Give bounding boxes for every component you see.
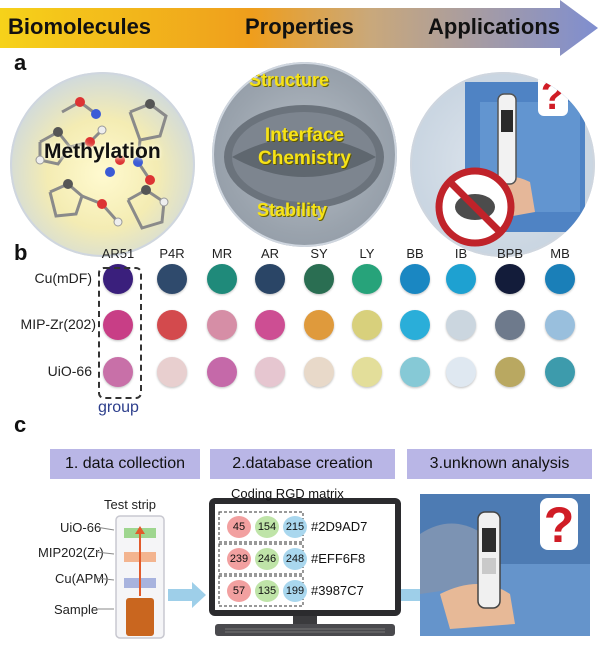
interface-label-line1: Interface (264, 125, 345, 146)
column-header-mr: MR (211, 246, 233, 261)
column-header-ar: AR (260, 246, 280, 261)
methylation-circle: Methylation (10, 72, 195, 257)
applications-circle: ? (410, 72, 595, 257)
color-dot (103, 357, 133, 387)
color-dot (304, 357, 334, 387)
matrix-title: Coding RGD matrix (231, 486, 344, 501)
hex-code: #2D9AD7 (311, 519, 368, 534)
color-dot (157, 357, 187, 387)
color-dot (255, 264, 285, 294)
test-strip-title: Test strip (104, 497, 157, 512)
color-dot (255, 357, 285, 387)
stability-label: Stability (257, 200, 328, 220)
color-dot (352, 310, 382, 340)
column-header-bb: BB (406, 246, 424, 261)
application-photo (435, 82, 585, 247)
column-header-mb: MB (550, 246, 570, 261)
color-dot (400, 264, 430, 294)
interface-chemistry-label: Interface Chemistry (212, 124, 397, 170)
step-database-creation: 2.database creation (210, 449, 395, 479)
step-unknown-analysis: 3.unknown analysis (407, 449, 592, 479)
rgb-value: 246 (255, 548, 279, 570)
color-dot (352, 357, 382, 387)
color-dot (495, 357, 525, 387)
strip-layer-sample: Sample (54, 602, 99, 617)
rgb-value: 57 (227, 580, 251, 602)
color-dot (446, 357, 476, 387)
group-highlight-box (98, 267, 142, 399)
strip-layer-uio66: UiO-66 (60, 520, 102, 535)
color-dot (103, 264, 133, 294)
banner-arrow-shape (0, 0, 598, 56)
question-mark-icon-2: ? (540, 498, 578, 552)
panel-a-letter: a (14, 50, 27, 75)
strip-leader-lines (96, 526, 115, 610)
color-dot (495, 310, 525, 340)
step-data-collection: 1. data collection (50, 449, 200, 479)
row-header: MIP-Zr(202) (20, 316, 96, 332)
row-header: UiO-66 (47, 363, 92, 379)
color-dot (207, 264, 237, 294)
color-dot (446, 310, 476, 340)
panel-b-letter: b (14, 240, 28, 265)
color-dot (304, 310, 334, 340)
column-header-p4r: P4R (159, 246, 185, 261)
rgb-value: 135 (255, 580, 279, 602)
question-mark-icon: ? (538, 74, 568, 118)
group-label: group (98, 399, 139, 416)
row-header: Cu(mDF) (34, 270, 92, 286)
unknown-analysis-photo: ? (420, 494, 590, 636)
stage-biomolecules: Biomolecules (8, 14, 152, 39)
rgb-value: 215 (283, 516, 307, 538)
color-dot (207, 310, 237, 340)
rgb-value: 239 (227, 548, 251, 570)
color-dot (207, 357, 237, 387)
color-dot (545, 310, 575, 340)
test-strip-drawing (115, 515, 165, 639)
color-dot (446, 264, 476, 294)
color-dot (495, 264, 525, 294)
crystal-image (224, 105, 384, 209)
properties-circle: Structure Interface Chemistry Stability (212, 62, 397, 247)
interface-label-line2: Chemistry (258, 148, 351, 169)
hex-code: #3987C7 (311, 583, 364, 598)
arrow-right-icon (168, 582, 206, 608)
color-dot (545, 264, 575, 294)
hex-code: #EFF6F8 (311, 551, 366, 566)
structure-label: Structure (249, 70, 330, 90)
color-dot (157, 264, 187, 294)
color-dot (157, 310, 187, 340)
molecule-illustration (35, 97, 169, 230)
column-header-ly: LY (359, 246, 375, 261)
panel-c-letter: c (14, 412, 27, 437)
methylation-label: Methylation (44, 140, 161, 163)
color-dot (352, 264, 382, 294)
rgb-value: 45 (227, 516, 251, 538)
column-header-bpb: BPB (496, 246, 523, 261)
color-dot (545, 357, 575, 387)
color-dot (304, 264, 334, 294)
stage-properties: Properties (245, 14, 354, 39)
column-header-ar51: AR51 (101, 246, 135, 261)
column-header-sy: SY (310, 246, 328, 261)
rgb-value: 154 (255, 516, 279, 538)
color-dot (400, 310, 430, 340)
color-dot (255, 310, 285, 340)
color-dot (103, 310, 133, 340)
workflow-arrow-banner: Biomolecules Properties Applications (0, 0, 600, 56)
rgb-value: 199 (283, 580, 307, 602)
strip-layer-cuapm: Cu(APM) (55, 571, 109, 586)
rgb-value: 248 (283, 548, 307, 570)
strip-layer-mip202: MIP202(Zr) (38, 545, 104, 560)
color-dot (400, 357, 430, 387)
stage-applications: Applications (428, 14, 561, 39)
column-header-ib: IB (454, 246, 468, 261)
